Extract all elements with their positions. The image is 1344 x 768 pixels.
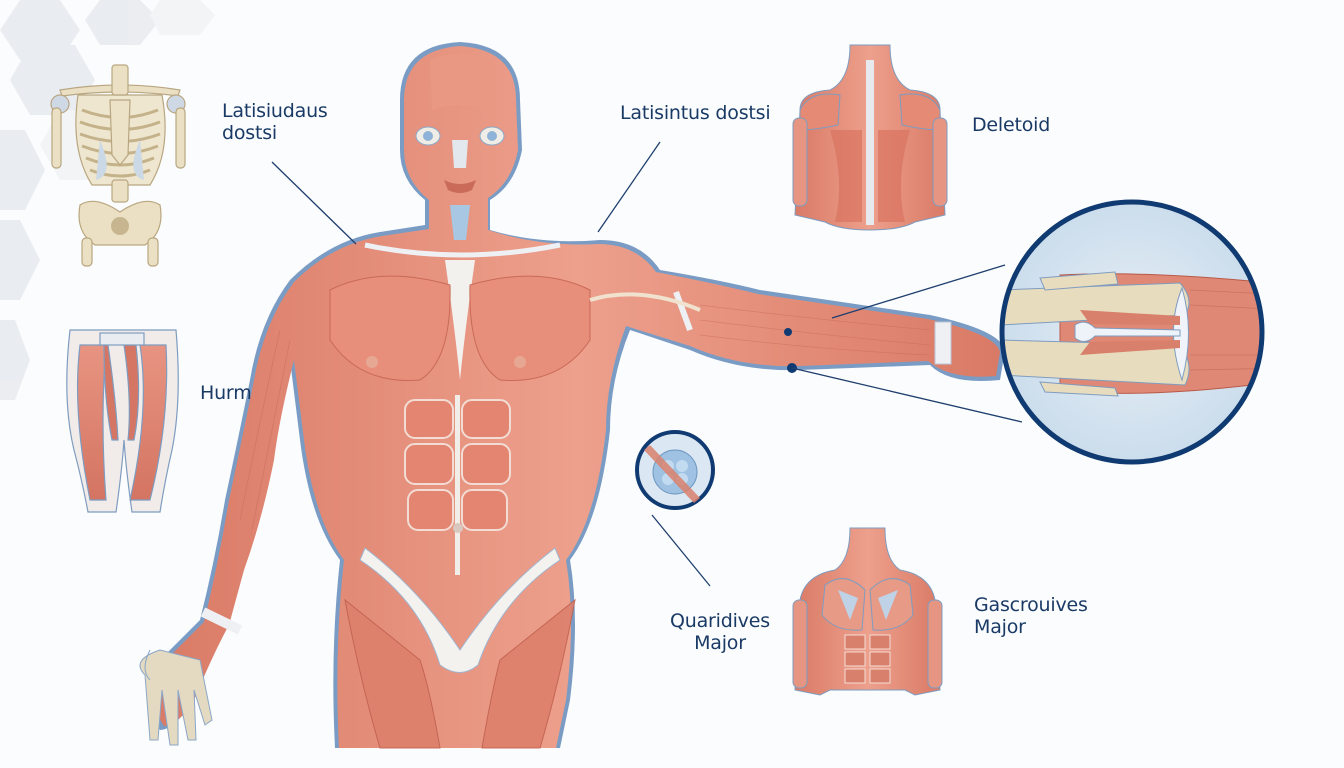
label-line: Major bbox=[694, 632, 746, 654]
label-line: Deletoid bbox=[972, 114, 1051, 136]
label-quaridives-major: Quaridives Major bbox=[670, 610, 770, 654]
cell-inset bbox=[635, 430, 715, 510]
label-line: Latisiudaus bbox=[222, 100, 328, 122]
central-muscle-figure bbox=[139, 42, 1005, 749]
label-gascrouives-major: Gascrouives Major bbox=[974, 594, 1088, 638]
back-muscles-figure bbox=[792, 44, 948, 231]
label-latisiudaus-dostsi: Latisiudaus dostsi bbox=[222, 100, 328, 144]
skeleton-torso-figure bbox=[50, 64, 186, 267]
label-line: Hurm bbox=[200, 382, 252, 404]
label-line: dostsi bbox=[222, 122, 278, 144]
label-deletoid: Deletoid bbox=[972, 114, 1050, 136]
label-line: Quaridives bbox=[670, 610, 770, 632]
label-line: Latisintus dostsi bbox=[620, 102, 771, 124]
label-line: Major bbox=[974, 616, 1026, 638]
thigh-muscles-figure bbox=[66, 329, 179, 513]
label-hurm: Hurm bbox=[200, 382, 252, 404]
leader-lines bbox=[271, 141, 1023, 587]
label-latisintus-dostsi: Latisintus dostsi bbox=[620, 102, 771, 124]
chest-muscles-figure bbox=[792, 527, 943, 696]
label-line: Gascrouives bbox=[974, 594, 1088, 616]
forearm-bone-inset bbox=[999, 199, 1265, 465]
